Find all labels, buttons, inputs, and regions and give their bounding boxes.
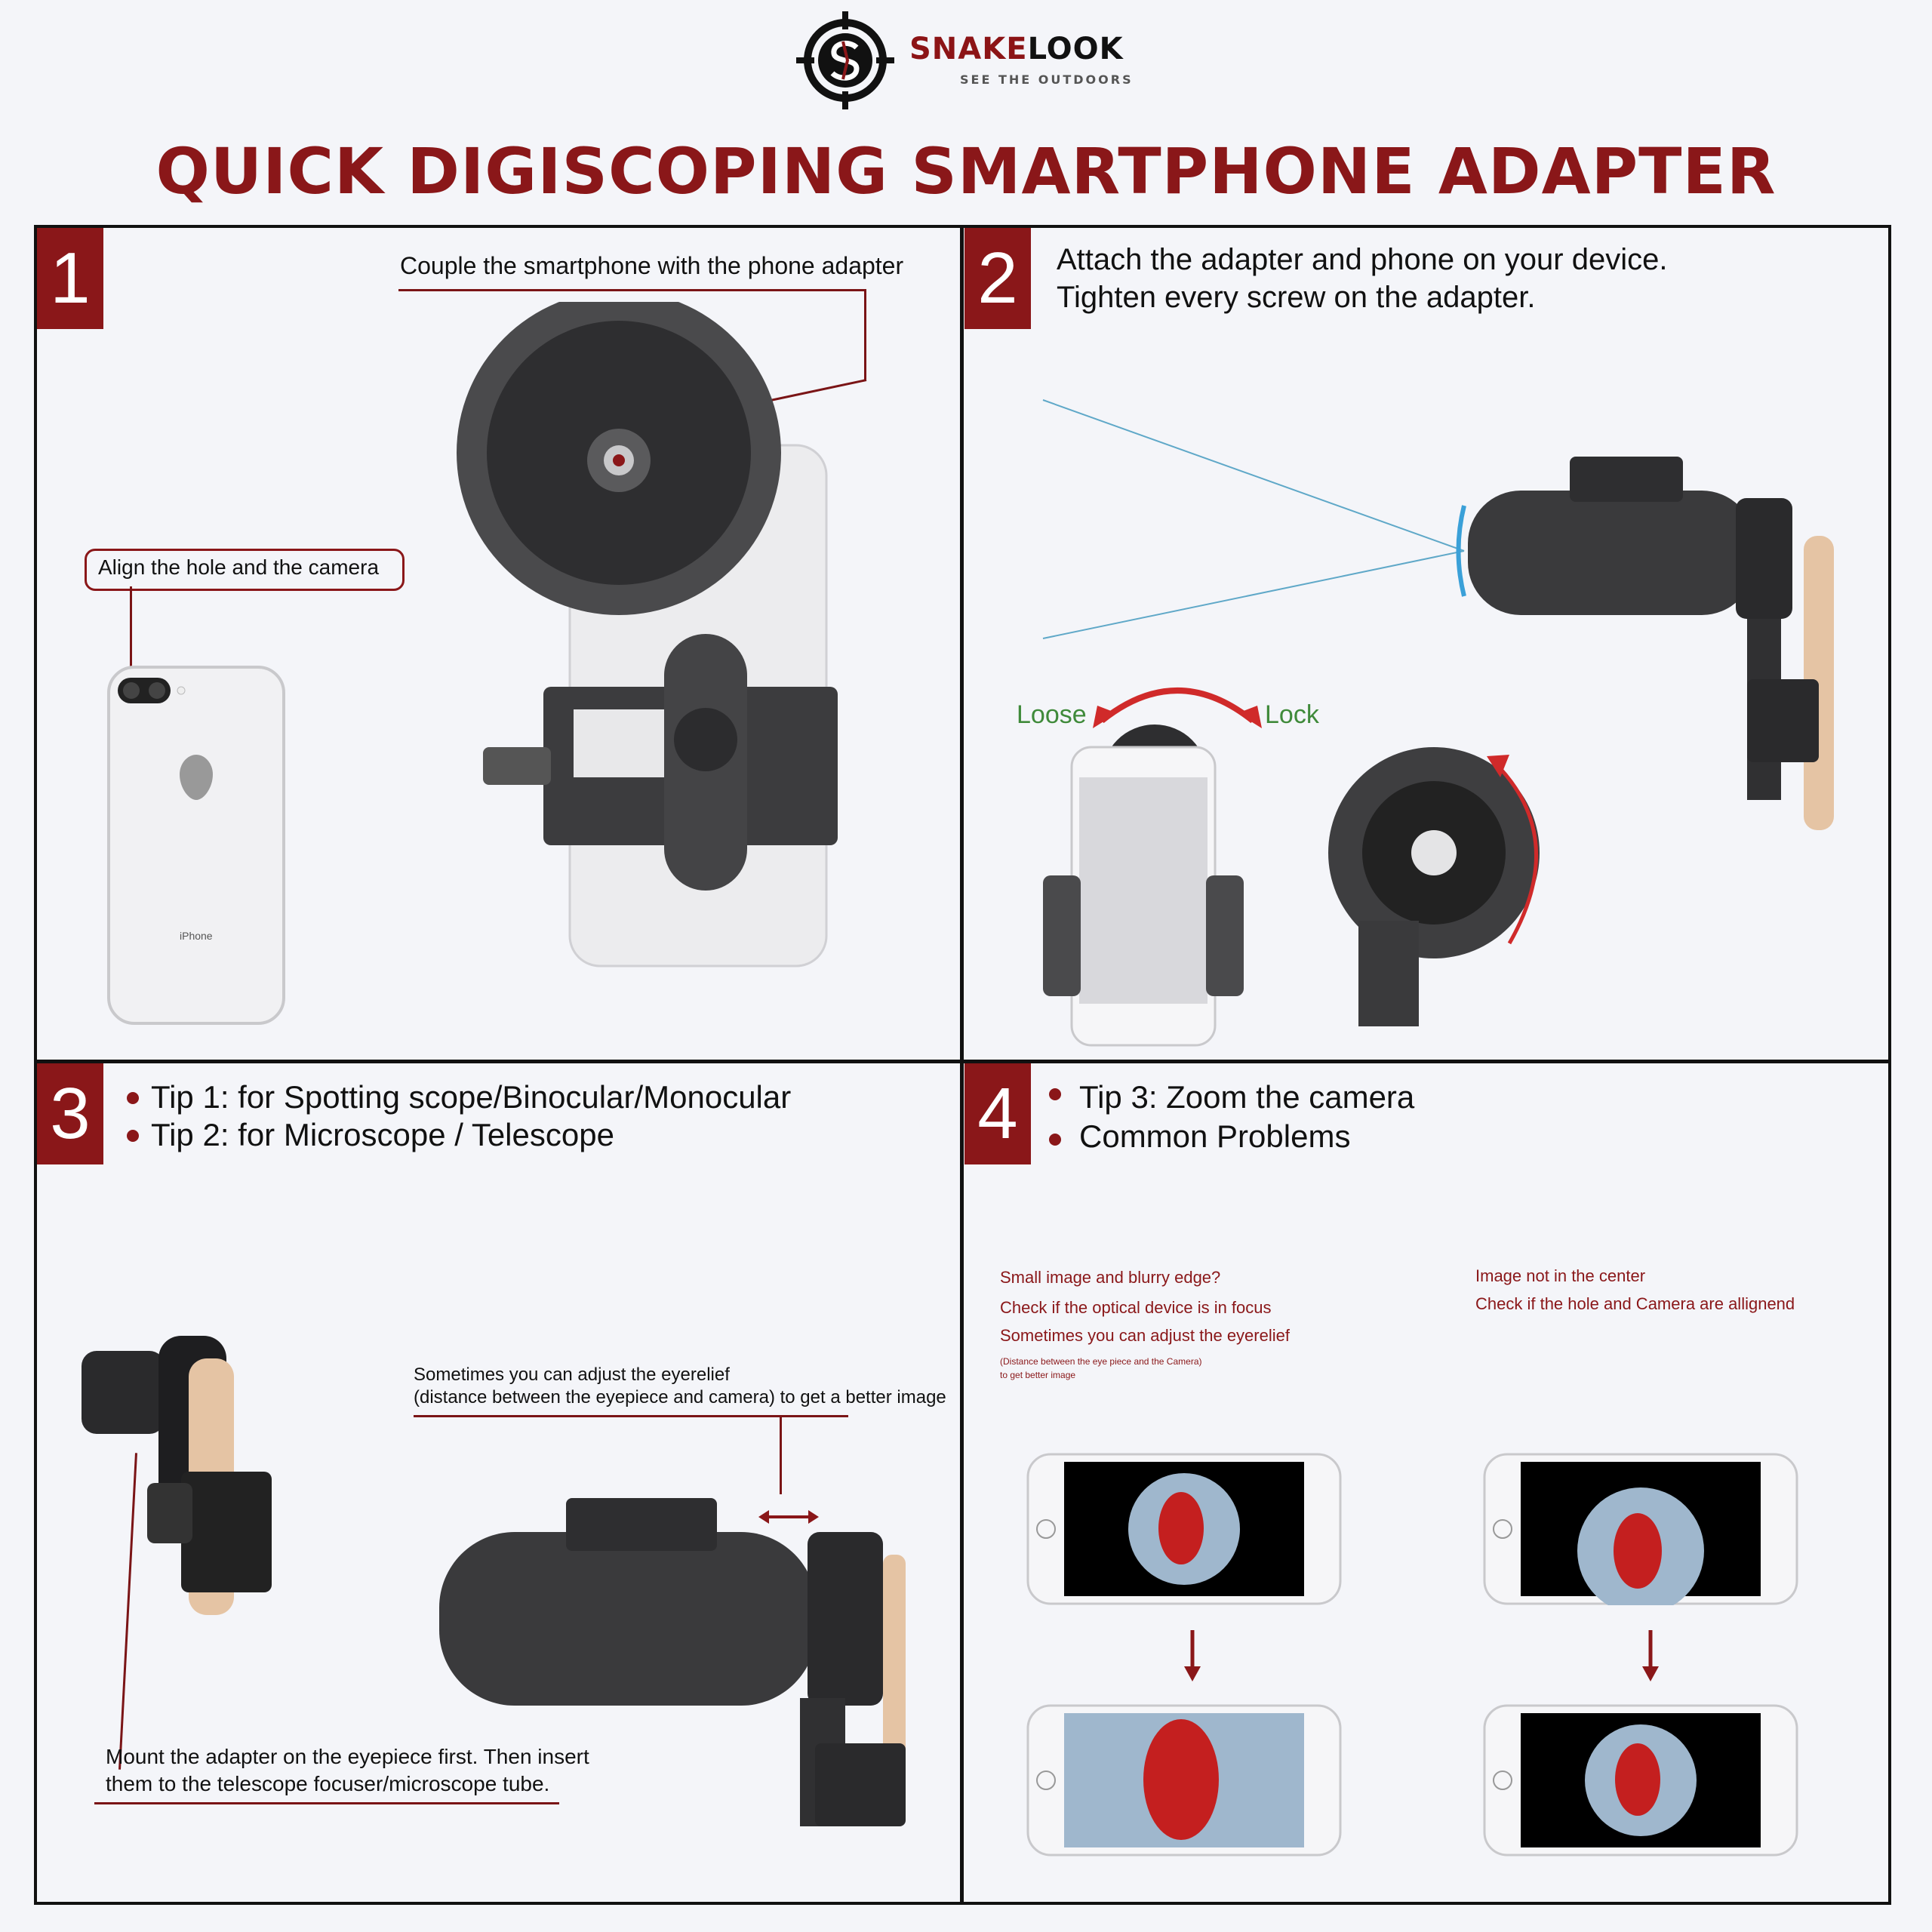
double-arrow-icon (758, 1510, 819, 1524)
bullet (127, 1092, 139, 1104)
loose-lock-adapter-image (1043, 724, 1540, 1047)
eyerelief-underline (414, 1415, 848, 1417)
down-arrow-icon (1642, 1630, 1659, 1681)
page-title: QUICK DIGISCOPING SMARTPHONE ADAPTER (155, 134, 1777, 208)
eyerelief-line2: (distance between the eyepiece and camer… (414, 1387, 946, 1407)
bullet (127, 1130, 139, 1142)
left-problem-note1: (Distance between the eye piece and the … (1000, 1356, 1202, 1367)
callout-align-text: Align the hole and the camera (98, 555, 380, 579)
bullet (1049, 1088, 1061, 1100)
left-problem-question: Small image and blurry edge? (1000, 1268, 1221, 1287)
phone-fixed-zoom-image (1026, 1704, 1342, 1857)
monocular-with-adapter-image (439, 1498, 906, 1826)
panel-2-line1: Attach the adapter and phone on your dev… (1057, 243, 1668, 276)
snakelook-logo-icon (796, 11, 894, 109)
eyerelief-leader (780, 1415, 782, 1494)
grid-divider-vertical (960, 225, 964, 1905)
panel-4-number: 4 (964, 1063, 1031, 1164)
callout-couple-text: Couple the smartphone with the phone ada… (400, 252, 904, 279)
panel-1-number: 1 (37, 228, 103, 329)
callout-couple-underline (398, 289, 866, 291)
phone-adapter-image (457, 302, 838, 968)
phone-off-center-image (1483, 1453, 1798, 1605)
rotate-arrows-icon (1093, 688, 1262, 728)
iphone-label: iPhone (180, 930, 213, 942)
bullet (1049, 1134, 1061, 1146)
grid-divider-horizontal (34, 1060, 1891, 1063)
tip-3-text: Tip 3: Zoom the camera (1079, 1079, 1415, 1115)
right-problem-answer1: Check if the hole and Camera are alligne… (1475, 1294, 1795, 1313)
panel-2-line2: Tighten every screw on the adapter. (1057, 281, 1536, 314)
mount-line1: Mount the adapter on the eyepiece first.… (106, 1745, 589, 1768)
mount-line2: them to the telescope focuser/microscope… (106, 1772, 550, 1795)
monocular-attached-image (1042, 399, 1834, 830)
down-arrow-icon (1184, 1630, 1201, 1681)
adapter-on-eyepiece-image (82, 1336, 272, 1615)
right-problem-question: Image not in the center (1475, 1266, 1646, 1285)
brand-name: SNAKELOOK (909, 32, 1124, 66)
mount-underline (94, 1802, 559, 1804)
left-problem-note2: to get better image (1000, 1370, 1076, 1380)
lock-label: Lock (1265, 700, 1319, 729)
panel-2-number: 2 (964, 228, 1031, 329)
common-problems-text: Common Problems (1079, 1118, 1351, 1154)
panel-3-number: 3 (37, 1063, 103, 1164)
brand-tagline: SEE THE OUTDOORS (960, 72, 1134, 87)
callout-align-leader (130, 586, 132, 677)
left-problem-answer2: Sometimes you can adjust the eyerelief (1000, 1326, 1290, 1345)
tip-2-text: Tip 2: for Microscope / Telescope (151, 1117, 614, 1152)
phone-blurry-small-image (1026, 1453, 1342, 1605)
loose-label: Loose (1017, 700, 1087, 729)
eyerelief-line1: Sometimes you can adjust the eyerelief (414, 1364, 730, 1385)
callout-align-box (85, 549, 405, 591)
iphone-back-image (107, 666, 285, 1025)
callout-couple-leader (864, 289, 866, 380)
left-problem-answer1: Check if the optical device is in focus (1000, 1298, 1272, 1317)
phone-centered-image (1483, 1704, 1798, 1857)
tip-1-text: Tip 1: for Spotting scope/Binocular/Mono… (151, 1079, 792, 1115)
